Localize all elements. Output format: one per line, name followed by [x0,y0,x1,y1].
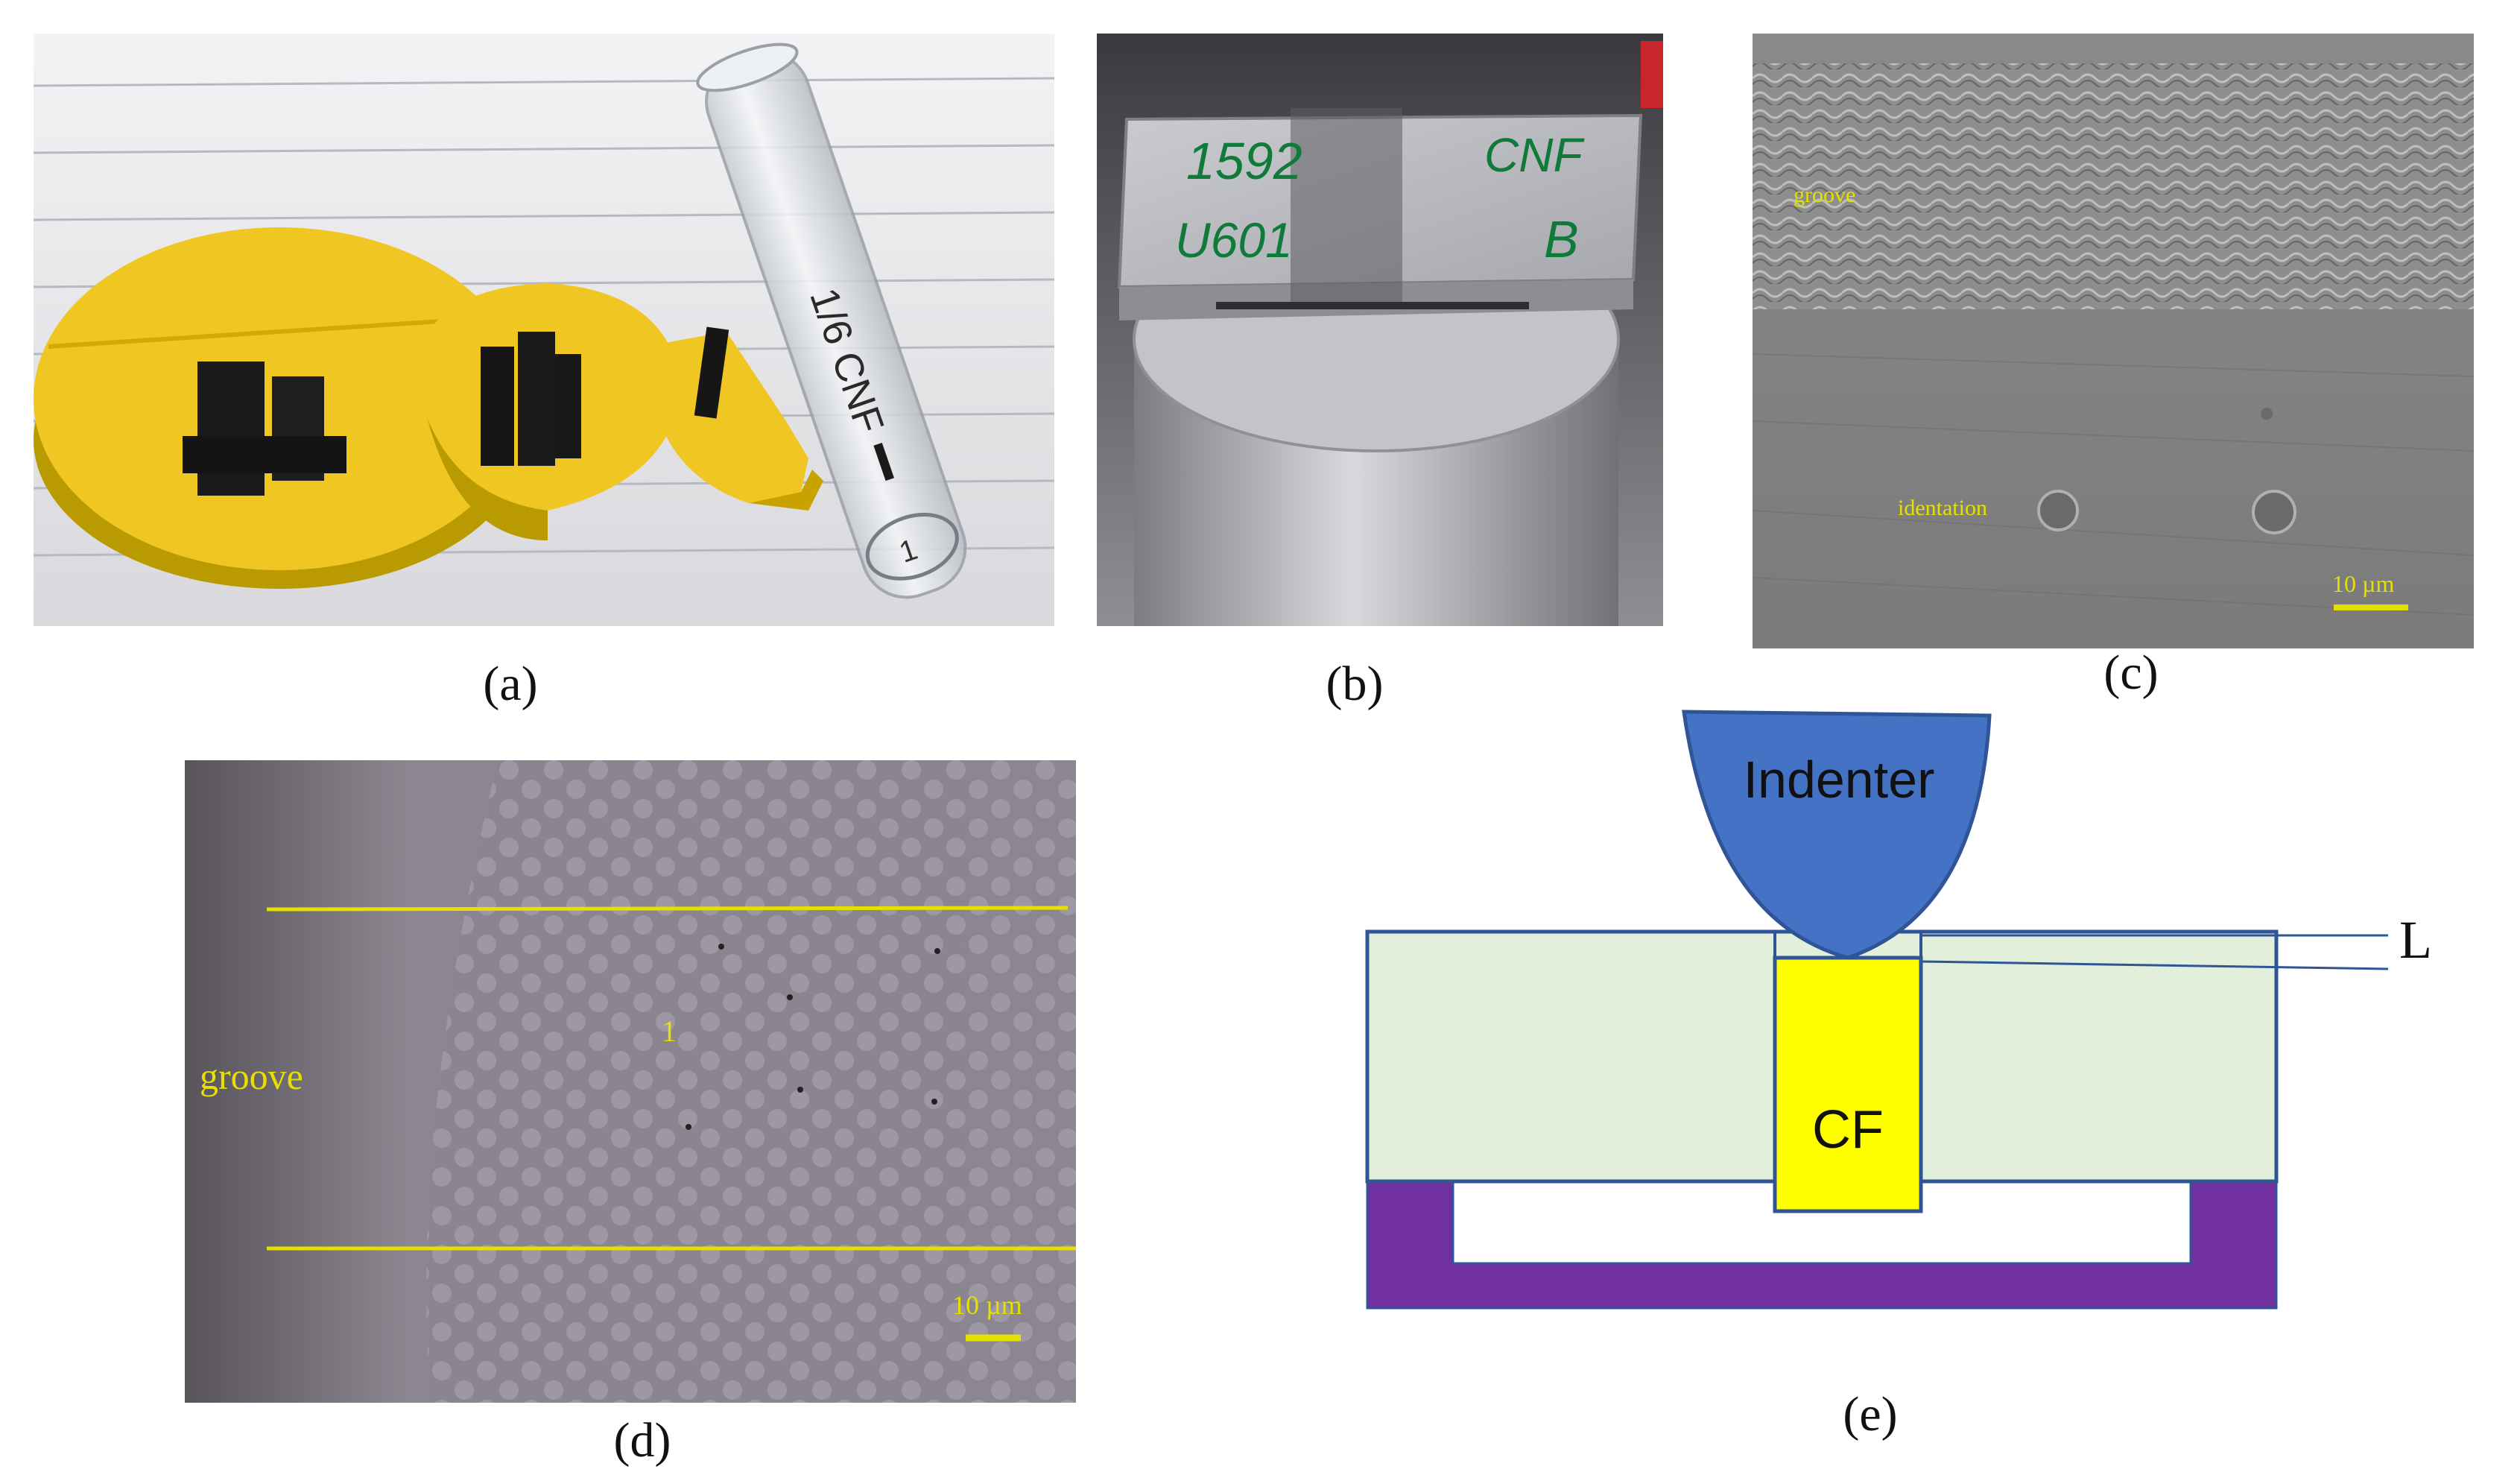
fiber-label: CF [1812,1100,1884,1160]
label-left-top: 1592 [1186,132,1302,190]
panel-e-schematic: Indenter CF L [1356,704,2459,1360]
label-left-bottom: U601 [1175,212,1293,268]
depth-label: L [2399,910,2432,970]
panel-e-diagram: Indenter CF L [1365,710,2432,1310]
panel-d-caption: (d) [613,1413,671,1468]
panel-c-caption: (c) [2103,645,2159,700]
indenter-label: Indenter [1744,751,1935,809]
resin-mount-half [414,283,682,540]
panel-c-sem-image: groove identation 10 µm [1753,34,2474,648]
panel-d-micrograph: groove 1 10 µm [185,760,1076,1403]
scale-bar-d-label: 10 µm [952,1290,1022,1320]
sample-holder-plate: 1592 U601 CNF B [1117,108,1643,320]
scale-bar-c-label: 10 µm [2332,570,2395,597]
groove-band [1753,63,2474,309]
indentation-label: identation [1898,496,1987,520]
label-right-bottom: B [1544,210,1579,268]
panel-b-photo: 1592 U601 CNF B [1097,34,1663,626]
panel-a-caption: (a) [483,657,538,711]
indentation-mark-1 [2037,490,2079,531]
panel-a-scene: 1/6 CNF 1 [34,34,1054,626]
panel-c-scene [1753,34,2474,648]
resin-mount-large [34,227,525,589]
groove-boundary-top [266,906,1069,912]
indentation-mark-2 [2252,490,2296,534]
indentation-dots [686,944,940,1130]
mark-label-d: 1 [662,1014,677,1048]
indenter-tip [1682,710,1992,960]
resin-mount-fragment [645,326,823,511]
panel-b-scene: 1592 U601 CNF B [1097,34,1663,626]
glass-test-tube: 1/6 CNF 1 [696,42,967,599]
panel-a-photo: 1/6 CNF 1 [34,34,1054,626]
label-right-top: CNF [1484,128,1585,182]
fiber-cross-section-field [426,760,1076,1403]
depth-line-bottom [1920,960,2389,970]
groove-label-c: groove [1794,183,1856,207]
panel-e-caption: (e) [1843,1387,1898,1441]
panel-d-scene [185,760,1076,1403]
panel-b-caption: (b) [1326,657,1384,711]
carbon-fiber [1773,956,1923,1213]
groove-label-d: groove [200,1055,303,1097]
